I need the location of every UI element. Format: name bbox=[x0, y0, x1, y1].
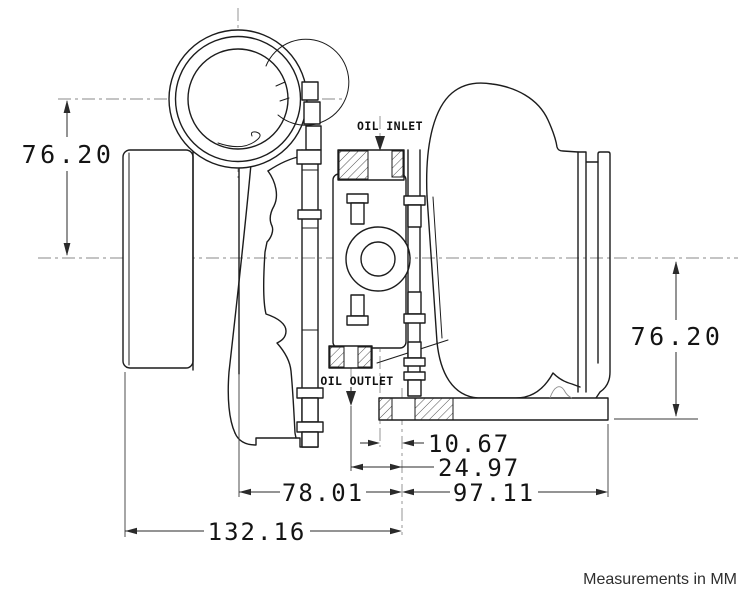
discharge-flange-plate-1 bbox=[577, 151, 599, 393]
arrowhead-right bbox=[368, 439, 380, 447]
dim-left-76-20: 76.20 bbox=[22, 100, 115, 256]
compressor-housing bbox=[122, 149, 319, 448]
strip-ticks bbox=[301, 169, 319, 331]
center-boss-bore bbox=[360, 241, 396, 277]
bolt-body-top-left bbox=[350, 202, 365, 225]
strip-bolt-body-1 bbox=[301, 397, 319, 423]
compressor-outlet-flange bbox=[122, 149, 194, 369]
bolt-body-low-1 bbox=[407, 341, 422, 359]
bolt-cap-low-2 bbox=[403, 371, 426, 381]
bearing-housing bbox=[328, 149, 449, 369]
dim-value-right-7620: 76.20 bbox=[631, 322, 724, 351]
inlet-bore bbox=[187, 48, 289, 150]
inlet-bead-marks bbox=[275, 81, 290, 102]
dim-right-76-20: 76.20 bbox=[631, 261, 724, 417]
bolt-body-mid bbox=[407, 291, 422, 315]
strip-bolt-cap-3 bbox=[296, 421, 324, 433]
inlet-lip-arc bbox=[265, 38, 350, 126]
dim-24-97: 24.97 bbox=[351, 454, 520, 482]
strip-bolt-cap-1 bbox=[297, 209, 322, 220]
bolt-body-top bbox=[407, 204, 422, 228]
extension-lines bbox=[124, 372, 698, 537]
volute-cone-line bbox=[227, 163, 252, 434]
turbine-scroll-bottom bbox=[436, 341, 581, 399]
oil-inlet-arrow-icon bbox=[375, 136, 385, 151]
dim-value-left-7620: 76.20 bbox=[22, 140, 115, 169]
turbine-housing bbox=[378, 82, 611, 421]
dim-value-13216: 132.16 bbox=[208, 518, 307, 546]
inlet-scroll-curl bbox=[217, 131, 261, 148]
bolt-cap-top-left bbox=[346, 193, 369, 204]
dim-value-2497: 24.97 bbox=[438, 454, 520, 482]
foot-casting-hump bbox=[549, 386, 573, 399]
arrowhead-right bbox=[390, 463, 402, 471]
compressor-clamp-strip bbox=[296, 149, 324, 448]
oil-inlet-flange-hatch-right bbox=[391, 150, 404, 178]
arrowhead-down bbox=[672, 404, 680, 417]
arrowhead-down bbox=[63, 243, 71, 256]
bolt-cap-top bbox=[403, 195, 426, 206]
bearing-housing-bolts bbox=[346, 193, 369, 326]
arrowhead-right bbox=[390, 527, 402, 535]
turbine-dome bbox=[425, 82, 579, 197]
inlet-clamp-tab-2 bbox=[303, 101, 321, 125]
arrowhead-up bbox=[672, 261, 680, 274]
bolt-cap-low-1 bbox=[403, 357, 426, 367]
dim-value-9711: 97.11 bbox=[453, 479, 535, 507]
inlet-clamp-tab-3 bbox=[305, 125, 322, 151]
arrowhead-right bbox=[390, 488, 402, 496]
strip-bolt-cap-2 bbox=[296, 387, 324, 399]
oil-outlet-callout: OIL OUTLET bbox=[320, 374, 393, 471]
inlet-clamp-tab-1 bbox=[301, 81, 319, 101]
arrowhead-up bbox=[63, 100, 71, 113]
oil-inlet-flange-hatch-left bbox=[338, 150, 369, 180]
turbine-clamp-strip bbox=[403, 149, 426, 397]
dim-10-67: 10.67 bbox=[360, 430, 510, 458]
dim-97-11: 97.11 bbox=[402, 479, 608, 507]
oil-outlet-label: OIL OUTLET bbox=[320, 374, 393, 388]
discharge-flange-plate-2 bbox=[595, 151, 611, 399]
strip-top-tab bbox=[296, 149, 322, 165]
inlet-middle-ring bbox=[174, 35, 302, 163]
bolt-cap-bottom-left bbox=[346, 315, 369, 326]
oil-inlet-callout: OIL INLET bbox=[357, 119, 423, 151]
dim-value-1067: 10.67 bbox=[428, 430, 510, 458]
arrowhead-left bbox=[402, 439, 414, 447]
outlet-flange-hatch-right bbox=[414, 397, 454, 421]
dim-132-16: 132.16 bbox=[125, 518, 402, 546]
bolt-body-low-2 bbox=[407, 379, 422, 397]
oil-outlet-flange-hatch-left bbox=[329, 346, 345, 368]
dim-78-01: 78.01 bbox=[239, 479, 402, 507]
oil-inlet-label: OIL INLET bbox=[357, 119, 423, 133]
volute-right-profile bbox=[262, 170, 297, 439]
units-note: Measurements in MM bbox=[583, 571, 737, 588]
oil-outlet-arrow-icon bbox=[346, 391, 356, 406]
turbine-left-inner-line bbox=[432, 196, 443, 339]
turbine-left-edge bbox=[426, 195, 438, 343]
oil-outlet-flange-hatch-right bbox=[357, 346, 372, 368]
volute-bottom-sweep bbox=[234, 432, 319, 448]
outlet-flange-hatch-left bbox=[378, 397, 393, 421]
bolt-cap-mid bbox=[403, 313, 426, 324]
turbine-foot-slab bbox=[378, 397, 609, 421]
bolt-body-bottom-left bbox=[350, 294, 365, 317]
compressor-inlet bbox=[168, 29, 350, 169]
dim-value-7801: 78.01 bbox=[282, 479, 364, 507]
arrowhead-right bbox=[596, 488, 608, 496]
strip-bolt-body-2 bbox=[301, 431, 319, 448]
